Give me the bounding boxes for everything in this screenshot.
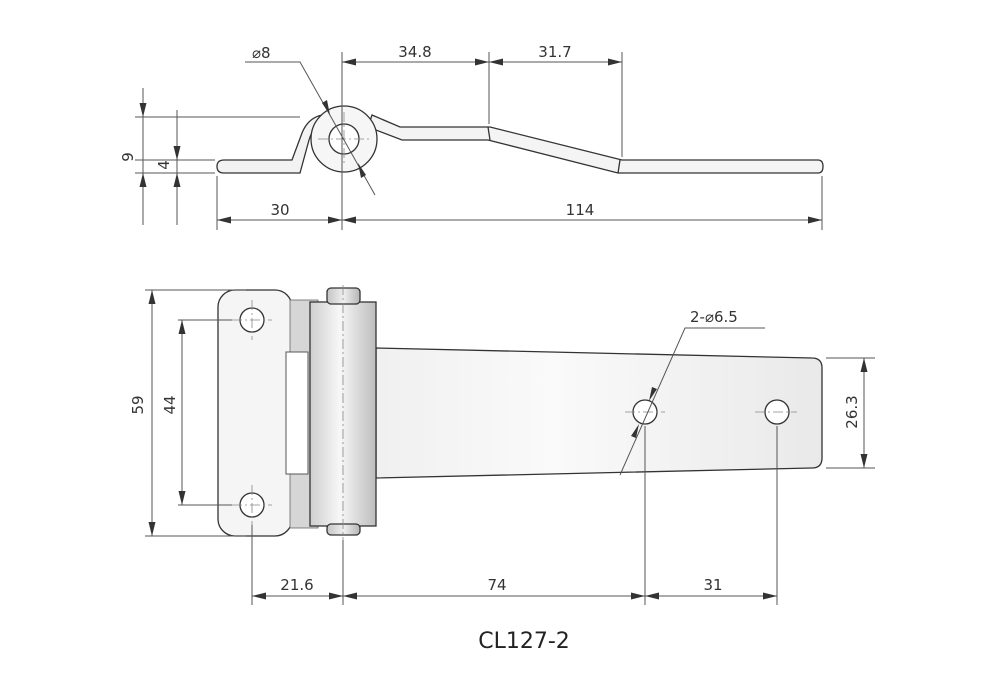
dim-pin-diameter: ⌀8 xyxy=(252,44,271,62)
top-view xyxy=(217,285,823,540)
dim-hole-spec: 2-⌀6.5 xyxy=(690,308,738,326)
drawing-title: CL127-2 xyxy=(478,629,570,654)
dim-long-leaf-length: 114 xyxy=(566,201,595,219)
side-dimensions xyxy=(135,52,823,230)
dim-hole-spacing-vertical: 44 xyxy=(161,395,179,414)
top-pin-bottom xyxy=(326,523,361,536)
top-pin-top xyxy=(326,287,361,305)
top-long-leaf xyxy=(375,347,823,479)
dim-hole-spacing-2: 31 xyxy=(703,576,722,594)
dim-hole-spacing-1: 74 xyxy=(487,576,506,594)
dim-height-total: 9 xyxy=(119,152,137,162)
side-long-leaf xyxy=(367,114,824,174)
dim-hole-offset-left: 21.6 xyxy=(280,576,313,594)
dim-height-offset: 4 xyxy=(155,160,173,170)
dim-leaf-width: 26.3 xyxy=(843,395,861,428)
dim-bend-length-2: 31.7 xyxy=(538,43,571,61)
dim-short-leaf-length: 30 xyxy=(270,201,289,219)
dim-plate-height: 59 xyxy=(129,395,147,414)
side-view xyxy=(216,105,824,174)
side-short-leaf xyxy=(216,114,324,174)
top-dimensions xyxy=(145,289,875,605)
dim-bend-length-1: 34.8 xyxy=(398,43,431,61)
